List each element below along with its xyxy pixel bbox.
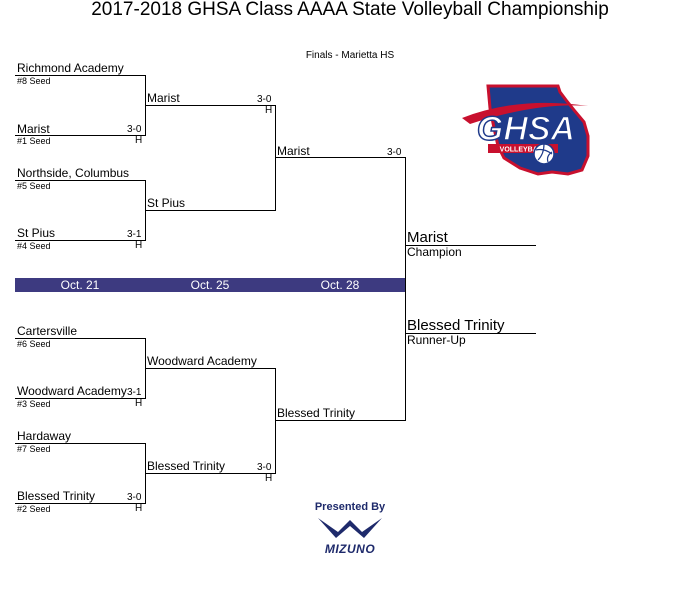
seed-label: #1 Seed [17,136,51,146]
seed-label: #2 Seed [17,504,51,514]
home-indicator: H [135,240,143,251]
team-name: Hardaway [17,429,72,443]
bracket-line [405,245,536,246]
home-indicator: H [135,503,143,514]
date-bar [15,278,405,292]
bracket-line [145,473,276,474]
bracket-line [15,180,146,181]
bracket-line [15,75,146,76]
team-name: Marist [277,144,310,158]
ghsa-logo: GHSA VOLLEYBALL [448,78,603,178]
team-name: Cartersville [17,324,78,338]
logo-wordmark: GHSA [477,110,575,148]
runner-up-name: Blessed Trinity [407,317,505,334]
seed-label: #7 Seed [17,444,51,454]
bracket-line [15,240,146,241]
bracket-line [145,368,276,369]
team-name: Blessed Trinity [17,489,96,503]
home-indicator: H [135,398,143,409]
bracket-line [15,503,146,504]
match-score: 3-0 [127,492,142,503]
bracket-line [15,398,146,399]
bracket-line [275,157,406,158]
mizuno-logo-icon [318,514,382,542]
team-name: Woodward Academy [17,384,127,398]
seed-label: #5 Seed [17,181,51,191]
bracket-line [405,333,536,334]
seed-label: #6 Seed [17,339,51,349]
runner-up-label: Runner-Up [407,333,466,347]
team-name: Blessed Trinity [277,406,356,420]
seed-label: #4 Seed [17,241,51,251]
sponsor-name: MIZUNO [324,542,376,556]
match-score: 3-0 [127,124,142,135]
match-score: 3-0 [387,147,402,158]
logo-subtext: VOLLEYBALL [500,147,547,154]
presented-by-label: Presented By [314,501,386,513]
venue-subtitle: Finals - Marietta HS [305,50,395,61]
bracket-line [275,105,276,211]
round-date: Oct. 21 [60,278,100,292]
champion-name: Marist [407,229,448,246]
team-name: Woodward Academy [147,354,257,368]
seed-label: #3 Seed [17,399,51,409]
bracket-line [15,443,146,444]
page-title: 2017-2018 GHSA Class AAAA State Volleyba… [91,0,609,20]
bracket-line [145,105,276,106]
match-score: 3-0 [257,94,272,105]
bracket-line [275,420,406,421]
team-name: Marist [17,122,50,136]
match-score: 3-0 [257,462,272,473]
team-name: Richmond Academy [17,61,124,75]
team-name: Marist [147,91,180,105]
bracket-line [275,368,276,474]
champion-label: Champion [407,245,462,259]
bracket-line [15,338,146,339]
team-name: Blessed Trinity [147,459,226,473]
seed-label: #8 Seed [17,76,51,86]
bracket-line [145,210,276,211]
bracket-line [405,157,406,421]
match-score: 3-1 [127,229,142,240]
round-date: Oct. 28 [320,278,360,292]
match-score: 3-1 [127,387,142,398]
bracket-line [15,135,146,136]
team-name: St Pius [17,226,56,240]
home-indicator: H [135,135,143,146]
team-name: Northside, Columbus [17,166,130,180]
team-name: St Pius [147,196,186,210]
home-indicator: H [265,105,273,116]
round-date: Oct. 25 [190,278,230,292]
home-indicator: H [265,473,273,484]
